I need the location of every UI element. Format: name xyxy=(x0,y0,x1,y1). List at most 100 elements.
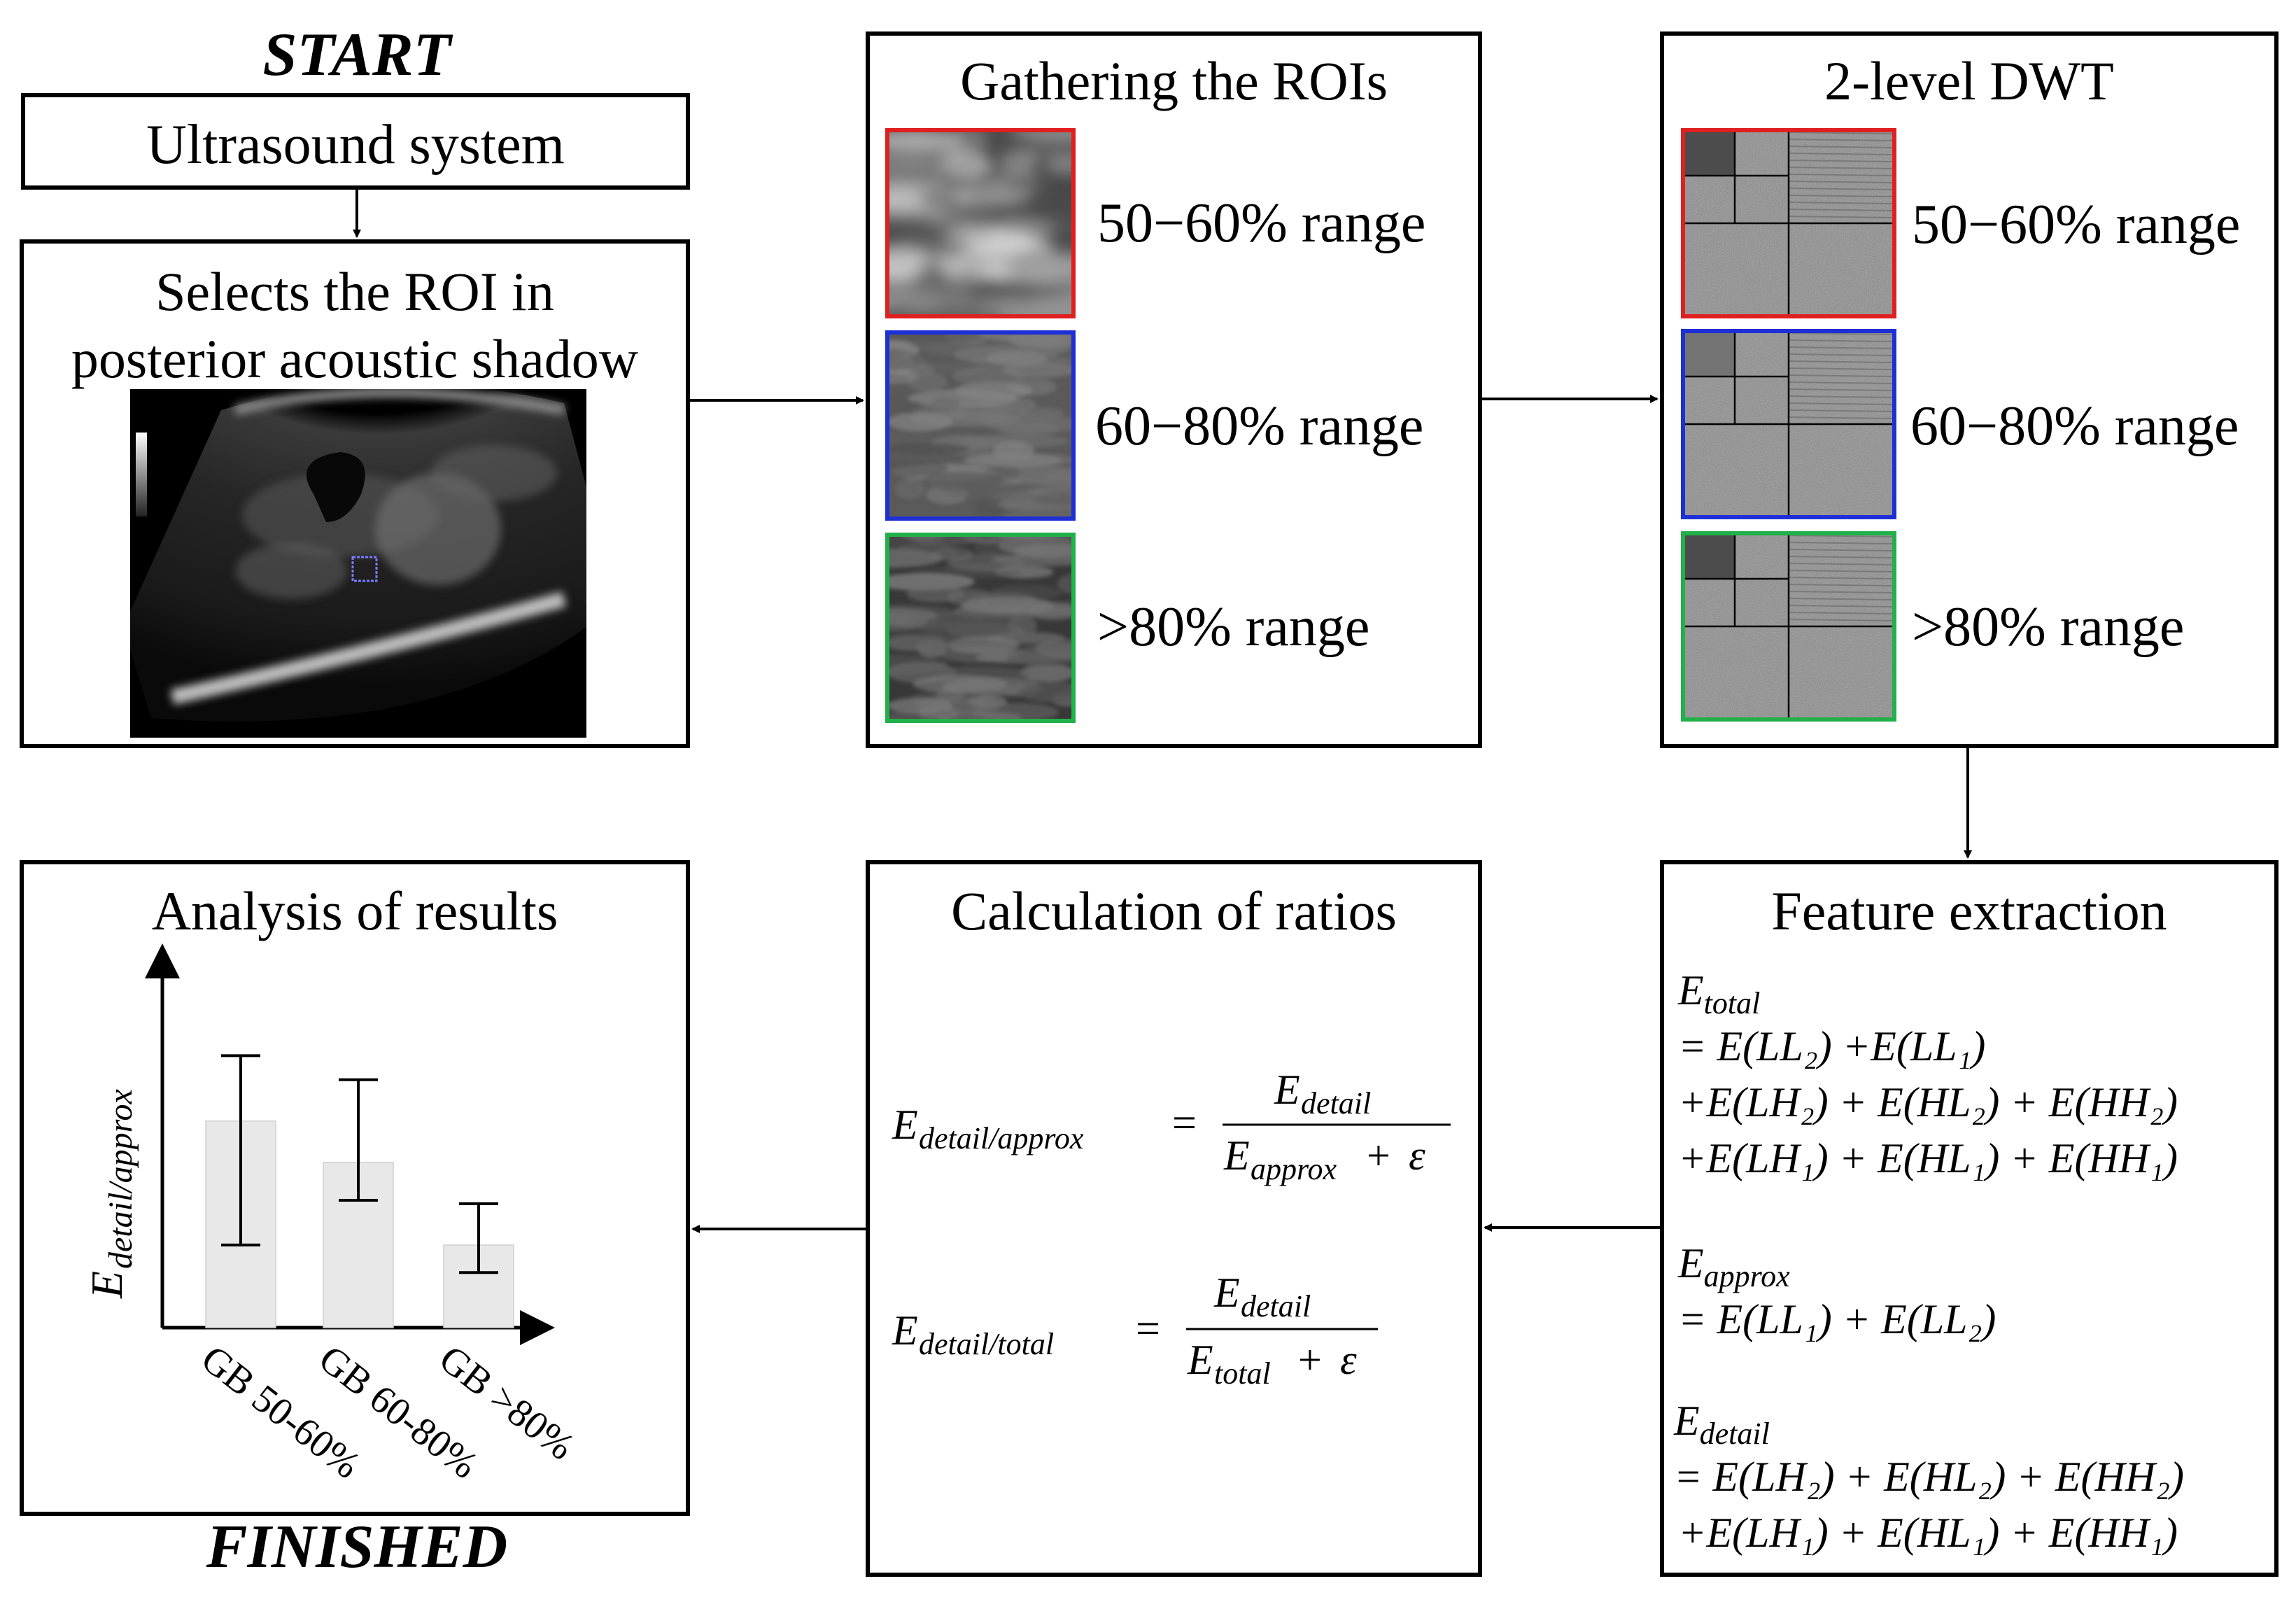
roi-texture-blob xyxy=(921,472,1003,491)
roi-texture-blob xyxy=(912,265,950,295)
dwt-box: 2-level DWT 50−60% range 60−80% range >8… xyxy=(1660,31,2279,748)
y-axis-label: E detail/approx xyxy=(82,1089,139,1299)
roi-texture-blob xyxy=(939,216,978,229)
roi-texture-blob xyxy=(885,128,963,153)
dwt-stripe xyxy=(1788,563,1896,565)
finished-label: FINISHED xyxy=(206,1513,508,1581)
roi-texture-blob xyxy=(998,536,1076,556)
r2-epsilon: ε xyxy=(1340,1337,1357,1383)
dwt-patch-50-60 xyxy=(1681,128,1896,318)
roi-texture-blob xyxy=(999,171,1047,196)
roi-texture-blob xyxy=(946,636,1020,654)
roi-patch-50-60 xyxy=(885,128,1076,318)
r1-num-sub: detail xyxy=(1301,1086,1371,1120)
roi-texture-blob xyxy=(907,372,948,392)
roi-texture-blob xyxy=(1018,407,1064,419)
r1-den-plus: + xyxy=(1367,1132,1390,1179)
dwt-stripe xyxy=(1788,577,1896,579)
dwt-stripe xyxy=(1788,160,1896,162)
dwt-stripe xyxy=(1788,402,1896,405)
dwt-frame xyxy=(1681,128,1896,318)
dwt-stripe xyxy=(1788,181,1896,183)
roi-frame xyxy=(885,330,1076,521)
select-roi-box: Selects the ROI in posterior acoustic sh… xyxy=(20,239,690,748)
roi-texture xyxy=(885,128,1076,318)
dwt-stripe xyxy=(1788,374,1896,377)
dwt-stripe xyxy=(1788,591,1896,593)
roi-texture-blob xyxy=(1045,157,1076,173)
roi-texture-blob xyxy=(1032,492,1076,506)
e-detail-line2: +E(LH₁) + E(HL₁) + E(HH₁) xyxy=(1678,1510,2178,1556)
e-total-symbol: Etotal xyxy=(1678,967,1761,1020)
feature-extraction-title: Feature extraction xyxy=(1771,880,2167,941)
dwt-stripe xyxy=(1788,605,1896,607)
roi-texture-blob xyxy=(887,632,962,651)
roi-texture-blob xyxy=(885,181,960,192)
dwt-stripe xyxy=(1788,332,1896,335)
ultrasound-image xyxy=(130,389,586,738)
analysis-chart: E detail/approx GB 50-60%GB 60-80%GB >80… xyxy=(82,943,582,1487)
dwt-title: 2-level DWT xyxy=(1824,50,2114,111)
dwt-stripe xyxy=(1788,542,1896,544)
roi-patch-over-80 xyxy=(885,533,1076,723)
roi-texture-blob xyxy=(912,405,966,421)
r2-den-sub: total xyxy=(1214,1356,1271,1391)
ratios-box: Calculation of ratios E detail/approx = … xyxy=(866,860,1482,1577)
start-label: START xyxy=(262,21,451,89)
r2-equals: = xyxy=(1136,1305,1160,1353)
gathering-label-over-80: >80% range xyxy=(1097,596,1370,658)
dwt-label-50-60: 50−60% range xyxy=(1912,194,2241,255)
roi-texture-blob xyxy=(885,292,986,318)
roi-texture-blob xyxy=(885,443,969,455)
dwt-stripe xyxy=(1788,409,1896,412)
gathering-label-50-60: 50−60% range xyxy=(1097,192,1426,254)
roi-texture-blob xyxy=(885,611,927,632)
dwt-stripe xyxy=(1788,188,1896,190)
r2-num-sub: detail xyxy=(1241,1289,1311,1323)
dwt-frame xyxy=(1681,531,1896,722)
roi-texture-blob xyxy=(885,349,927,370)
dwt-stripe xyxy=(1788,139,1896,141)
dwt-stripe xyxy=(1788,619,1896,621)
roi-texture-blob xyxy=(991,554,1076,566)
roi-texture-blob xyxy=(885,246,927,273)
roi-texture-blob xyxy=(1057,574,1076,594)
e-detail-symbol: Edetail xyxy=(1674,1398,1770,1451)
r2-lhs-sub: detail/total xyxy=(919,1327,1054,1361)
analysis-box: Analysis of results E detail/approx GB 5… xyxy=(20,860,690,1516)
r1-num-e: E xyxy=(1274,1067,1300,1113)
dwt-stripe xyxy=(1788,216,1896,218)
ultrasound-system-box: Ultrasound system xyxy=(21,93,690,190)
dwt-stripe xyxy=(1788,570,1896,572)
e-approx-symbol: Eapprox xyxy=(1678,1240,1790,1293)
ratio-formulas: E detail/approx = E detail E approx + ε … xyxy=(892,1067,1451,1391)
ratios-title: Calculation of ratios xyxy=(951,880,1397,941)
dwt-stripe xyxy=(1788,153,1896,155)
r2-lhs-e: E xyxy=(892,1307,918,1354)
dwt-stripe xyxy=(1788,612,1896,614)
ultrasound-system-title: Ultrasound system xyxy=(146,114,565,176)
dwt-stripe xyxy=(1788,195,1896,197)
roi-texture-blob xyxy=(989,584,1062,601)
dwt-stripe xyxy=(1788,416,1896,419)
r1-epsilon: ε xyxy=(1409,1132,1425,1179)
roi-texture-blob xyxy=(1034,638,1076,658)
dwt-stripe xyxy=(1788,395,1896,398)
dwt-stripe xyxy=(1788,132,1896,134)
e-total-line3: +E(LH₁) + E(HL₁) + E(HH₁) xyxy=(1678,1135,2178,1181)
y-axis-label-sub: detail/approx xyxy=(102,1089,139,1269)
roi-texture-blob xyxy=(912,675,1007,694)
dwt-label-60-80: 60−80% range xyxy=(1910,395,2239,457)
roi-texture xyxy=(885,533,1076,723)
r2-den-plus: + xyxy=(1298,1337,1322,1383)
roi-texture-blob xyxy=(999,149,1038,174)
dwt-patch-60-80 xyxy=(1681,329,1896,519)
roi-texture-blob xyxy=(885,201,927,213)
dwt-stripe xyxy=(1788,556,1896,558)
dwt-patch-over-80 xyxy=(1681,531,1896,722)
roi-texture-blob xyxy=(885,459,949,477)
dwt-stripe xyxy=(1788,174,1896,176)
dwt-stripe xyxy=(1788,167,1896,169)
dwt-stripe xyxy=(1788,146,1896,148)
